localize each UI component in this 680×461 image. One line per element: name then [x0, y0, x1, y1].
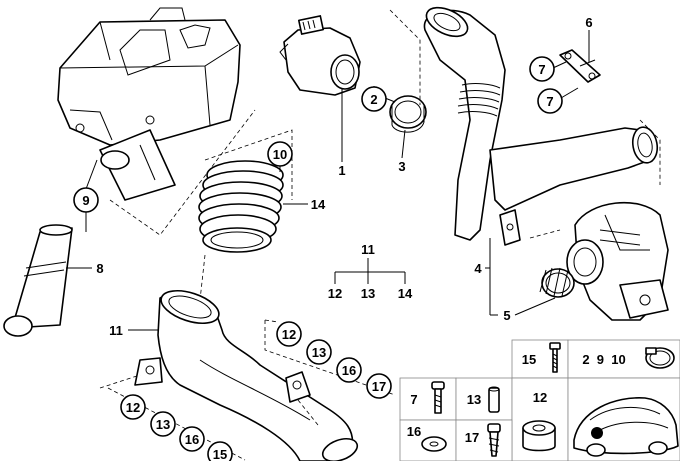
label-group-13: 13: [361, 286, 375, 301]
turbocharger: [566, 201, 669, 321]
svg-text:13: 13: [156, 417, 170, 432]
svg-text:16: 16: [342, 363, 356, 378]
callout-12-mid: 12: [276, 321, 302, 347]
bolt-7-icon: [431, 381, 445, 414]
label-3: 3: [398, 159, 405, 174]
callout-9: 9: [73, 187, 99, 213]
spacer-13-icon: [488, 386, 500, 413]
car-location-icon: [573, 397, 679, 457]
table-label-16: 16: [407, 424, 421, 439]
rubber-bellows-14: [198, 129, 293, 301]
intake-pipe-11: [99, 289, 359, 461]
label-group-12: 12: [328, 286, 342, 301]
sealing-ring-3: [389, 95, 427, 133]
label-11-pipe: 11: [109, 323, 123, 338]
charge-air-hose-4: [389, 6, 661, 246]
label-6: 6: [585, 15, 592, 30]
svg-text:10: 10: [273, 147, 287, 162]
air-mass-meter-1: [279, 15, 361, 96]
svg-text:15: 15: [213, 447, 227, 461]
label-4: 4: [474, 261, 482, 276]
svg-text:16: 16: [185, 432, 199, 447]
svg-text:13: 13: [312, 345, 326, 360]
table-cell-13: [455, 377, 513, 421]
svg-text:12: 12: [282, 327, 296, 342]
svg-text:9: 9: [82, 193, 89, 208]
grommet-12-icon: [522, 420, 556, 452]
callout-15-left: 15: [207, 441, 233, 461]
table-label-7: 7: [410, 392, 417, 407]
callout-12-left: 12: [120, 394, 146, 420]
bolt-15-icon: [549, 342, 561, 373]
svg-text:2: 2: [370, 92, 377, 107]
label-14: 14: [311, 197, 326, 212]
clip-17-icon: [487, 423, 501, 457]
label-8: 8: [96, 261, 103, 276]
table-cell-17: [455, 419, 513, 461]
callout-2: 2: [361, 86, 387, 112]
callout-16-mid: 16: [336, 357, 362, 383]
callout-10: 10: [267, 141, 293, 167]
air-filter-housing: [57, 7, 256, 236]
washer-16-icon: [421, 436, 447, 452]
label-group-14: 14: [398, 286, 413, 301]
intake-pipe-8: [3, 224, 73, 337]
svg-text:12: 12: [126, 400, 140, 415]
table-label-12: 12: [533, 390, 547, 405]
hose-connector-5: [539, 267, 575, 298]
bracket-6: [559, 49, 601, 83]
callout-13-mid: 13: [306, 339, 332, 365]
label-5: 5: [503, 308, 510, 323]
table-cell-7: [399, 377, 457, 421]
callout-7-bottom: 7: [537, 88, 563, 114]
callout-7-top: 7: [529, 56, 555, 82]
table-label-17: 17: [465, 430, 479, 445]
table-label-2-9-10: 2 9 10: [582, 352, 625, 367]
location-dot-icon: [591, 427, 603, 439]
label-group-11: 11: [361, 242, 375, 257]
table-label-15: 15: [522, 352, 536, 367]
svg-text:7: 7: [538, 62, 545, 77]
svg-text:7: 7: [546, 94, 553, 109]
parts-table: 15 2 9 10 7 13 12 16 17: [399, 339, 680, 461]
hose-clamp-icon: [645, 347, 675, 369]
callout-13-left: 13: [150, 411, 176, 437]
svg-text:17: 17: [372, 379, 386, 394]
table-label-13: 13: [467, 392, 481, 407]
label-1: 1: [338, 163, 345, 178]
callout-17-mid: 17: [366, 373, 392, 399]
callout-16-left: 16: [179, 426, 205, 452]
